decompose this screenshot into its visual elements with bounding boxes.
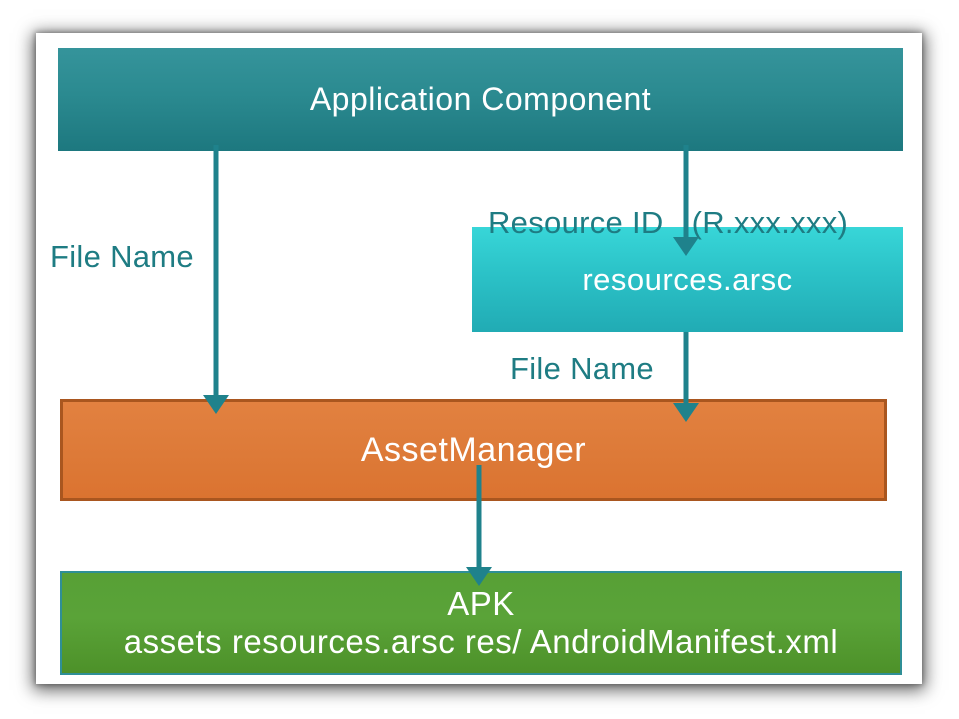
assetmanager-label: AssetManager xyxy=(360,430,587,469)
box-assetmanager: AssetManager xyxy=(60,399,887,501)
file-name-label-right: File Name xyxy=(510,351,654,386)
slide: Application Component resources.arsc Ass… xyxy=(36,33,922,684)
box-application-component: Application Component xyxy=(58,48,903,151)
resource-id-label-parens: (R.xxx.xxx) xyxy=(691,205,849,240)
resource-id-label: Resource ID (R.xxx.xxx) xyxy=(488,205,848,241)
box-apk: APK assets resources.arsc res/ AndroidMa… xyxy=(60,571,902,675)
box-resources-arsc: resources.arsc xyxy=(472,227,903,332)
resource-id-label-text: Resource ID xyxy=(488,205,664,240)
apk-label-line1: APK xyxy=(447,585,515,622)
apk-label-line2: assets resources.arsc res/ AndroidManife… xyxy=(123,623,839,660)
application-component-label: Application Component xyxy=(309,81,652,117)
arrow-application-to-assetmanager-icon xyxy=(203,145,229,414)
resources-arsc-label: resources.arsc xyxy=(582,261,793,297)
file-name-label-left: File Name xyxy=(50,239,194,274)
